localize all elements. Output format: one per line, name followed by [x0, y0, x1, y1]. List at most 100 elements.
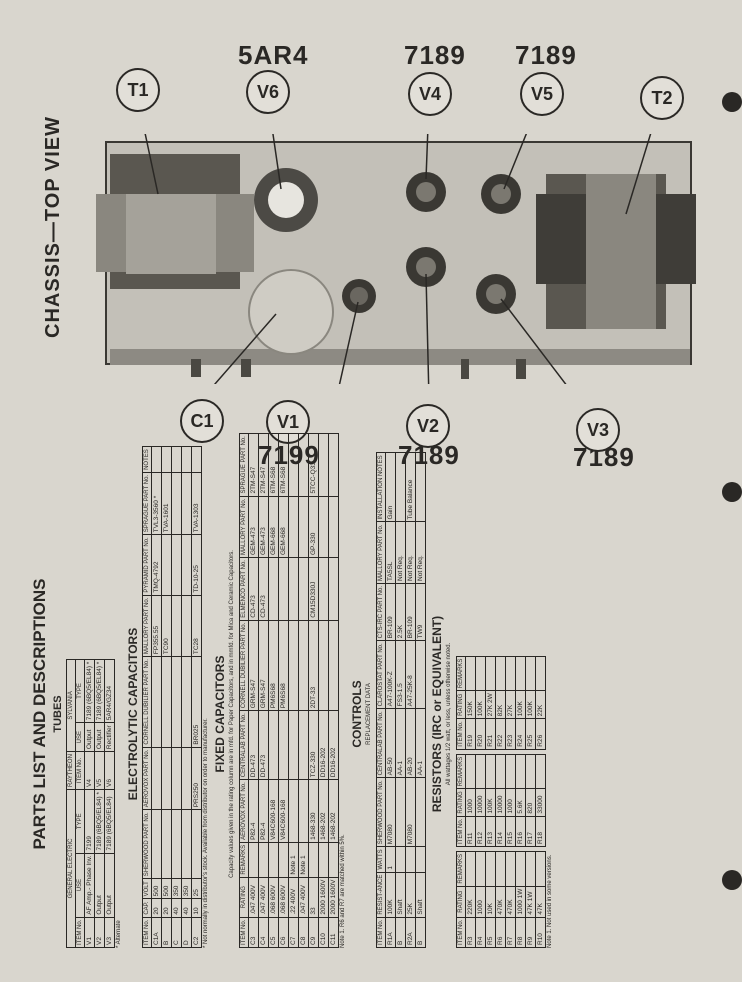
table-cell: 100K: [485, 788, 496, 817]
controls-title: CONTROLS: [350, 680, 364, 748]
table-cell: 2DT-33: [308, 620, 319, 711]
table-cell: [475, 754, 486, 789]
table-cell: [171, 595, 182, 657]
table-cell: 33000: [535, 788, 546, 817]
table-cell: [181, 472, 192, 535]
table-cell: [395, 777, 406, 847]
table-cell: PM6S68: [278, 620, 289, 711]
table-cell: R23: [505, 718, 516, 750]
table-cell: 1000: [475, 886, 486, 918]
table-cell: [171, 534, 182, 596]
table-cell: [288, 496, 299, 558]
table-cell: R14: [495, 816, 506, 847]
column-header: SPRAGUE PART No.: [142, 472, 152, 535]
table-cell: 100K: [385, 872, 396, 918]
table-cell: [415, 846, 426, 873]
table-cell: Output: [104, 853, 115, 918]
table-cell: [258, 842, 269, 878]
table-cell: 2000 1600V: [328, 877, 339, 918]
column-header: CENTRALAB PART No.: [239, 710, 249, 780]
table-cell: PRS250: [191, 747, 202, 810]
table-cell: 100K: [475, 690, 486, 719]
table-cell: [525, 851, 536, 887]
table-cell: [328, 620, 339, 711]
table-cell: R8: [515, 917, 526, 948]
table-cell: [415, 452, 426, 522]
fixed-intro: Capacity values given in the rating colu…: [229, 550, 235, 878]
table-cell: V84C600-168: [268, 779, 279, 843]
table-cell: [328, 842, 339, 878]
column-header: ITEM No.: [376, 917, 386, 948]
table-cell: [161, 446, 172, 473]
column-header: CORNELL DUBILIER PART No.: [239, 620, 249, 711]
table-cell: 27K 2W: [485, 690, 496, 719]
table-cell: [268, 710, 279, 780]
table-cell: [328, 496, 339, 558]
column-header: CENTRALAB PART No.: [376, 708, 386, 778]
tubes-table: GENERAL ELECTRIC RAYTHEON SYLVANIA ITEM …: [66, 659, 115, 948]
table-cell: 1: [385, 846, 396, 873]
table-cell: [318, 557, 329, 621]
column-header: SHERWOOD PART No.: [142, 809, 152, 879]
table-cell: [415, 777, 426, 847]
table-cell: TC90: [161, 595, 172, 657]
table-cell: R15: [505, 816, 516, 847]
tubes-header: USE: [75, 853, 85, 918]
table-cell: [535, 656, 546, 691]
tubes-header: TYPE: [75, 789, 85, 854]
table-cell: C2: [191, 917, 202, 948]
table-cell: [395, 452, 406, 522]
table-cell: CD-473: [258, 557, 269, 621]
table-cell: AB-20: [405, 708, 416, 778]
table-cell: 1468-202: [318, 779, 329, 843]
electrolytic-title: ELECTROLYTIC CAPACITORS: [126, 627, 140, 801]
tubes-brand: RAYTHEON: [66, 751, 76, 790]
table-cell: 2TM-S47: [248, 433, 259, 497]
column-header: RATING: [456, 886, 466, 918]
table-cell: CD-473: [248, 557, 259, 621]
table-cell: [395, 846, 406, 873]
table-cell: [268, 842, 279, 878]
column-header: RESIST-ANCE: [376, 872, 386, 918]
table-cell: 25K: [405, 872, 416, 918]
table-cell: BR-109: [385, 583, 396, 641]
table-cell: 100K: [525, 690, 536, 719]
table-cell: 350: [171, 878, 182, 899]
column-header: SPRAGUE PART No.: [239, 433, 249, 497]
tubes-note: * Alternate: [116, 920, 122, 948]
tubes-brand: GENERAL ELECTRIC: [66, 789, 76, 948]
table-cell: V3: [104, 917, 115, 948]
table-cell: [298, 433, 309, 497]
tubes-brand: SYLVANIA: [66, 659, 76, 752]
column-header: REMARKS: [456, 656, 466, 691]
table-cell: 10000: [475, 788, 486, 817]
tube-type-v5: 7189: [515, 40, 577, 70]
table-cell: [278, 710, 289, 780]
table-cell: [288, 620, 299, 711]
table-cell: M7080: [385, 777, 396, 847]
table-cell: 1000: [505, 788, 516, 817]
table-cell: [495, 754, 506, 789]
table-cell: C6: [278, 917, 289, 948]
table-cell: R6: [495, 917, 506, 948]
table-cell: R24: [515, 718, 526, 750]
table-cell: [318, 496, 329, 558]
